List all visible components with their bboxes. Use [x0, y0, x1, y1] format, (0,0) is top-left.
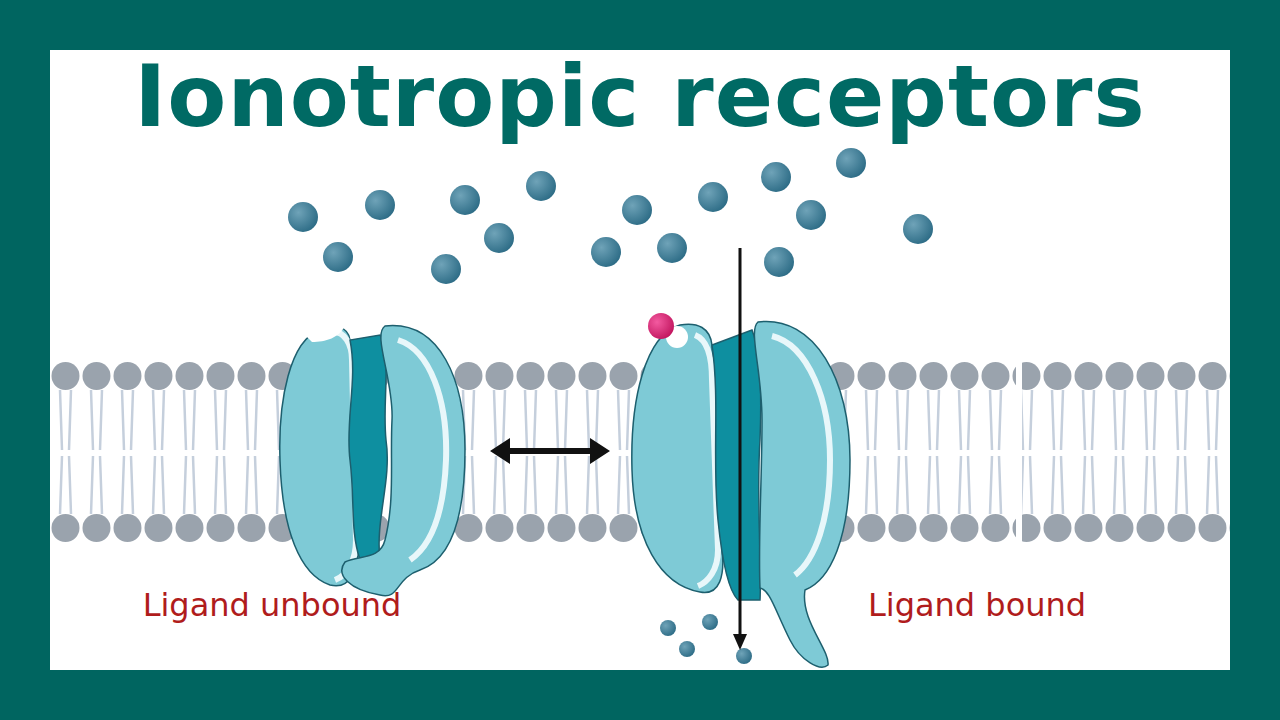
state-label: Ligand unbound: [143, 586, 402, 624]
diagram-title: Ionotropic receptors: [134, 46, 1145, 146]
state-label: Ligand bound: [868, 586, 1086, 624]
